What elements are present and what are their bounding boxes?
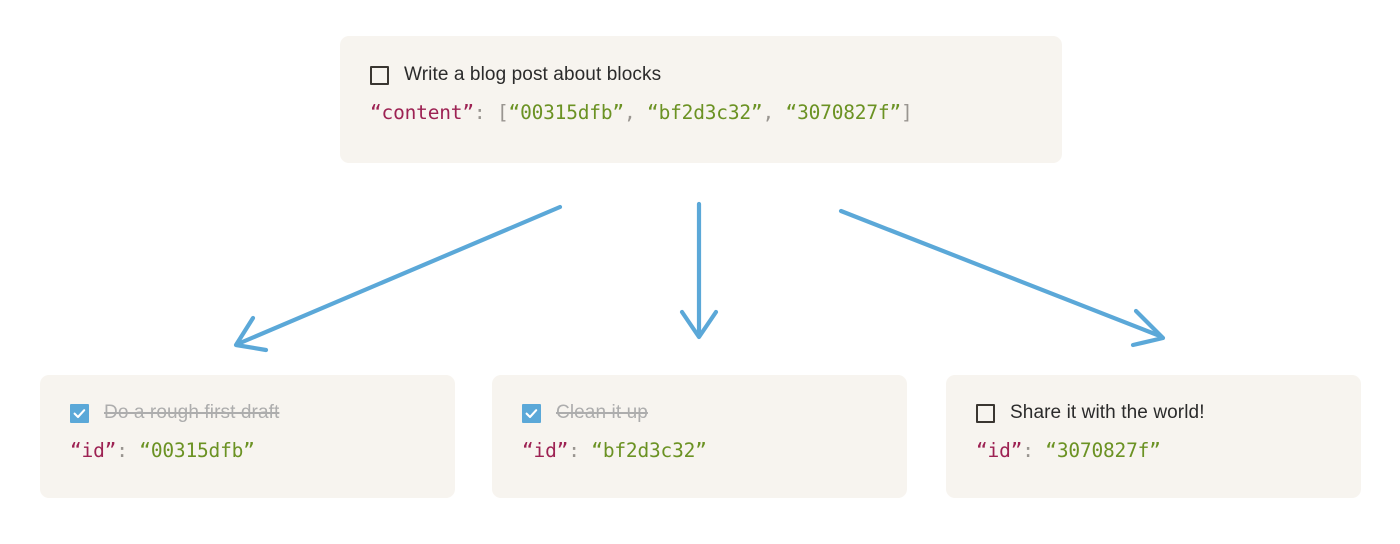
child-block-content-right: Share it with the world! “id”: “3070827f… xyxy=(976,401,1343,464)
json-colon: : xyxy=(473,101,486,124)
json-key-quote-open: “ xyxy=(370,101,382,124)
json-array-item-1-value: bf2d3c32 xyxy=(658,101,752,124)
child-todo-label-middle: Clean it up xyxy=(556,402,648,423)
json-array-item-0-quote-close: ” xyxy=(612,101,624,124)
json-key-text: content xyxy=(381,101,463,124)
checkbox-checked-icon[interactable] xyxy=(522,403,541,423)
json-bracket-close: ] xyxy=(900,101,913,124)
child-todo-row-middle: Clean it up xyxy=(522,401,889,425)
json-colon: : xyxy=(116,439,128,462)
json-value-quote-close: ” xyxy=(695,439,707,462)
root-todo-label: Write a blog post about blocks xyxy=(404,64,662,85)
root-block-card[interactable]: Write a blog post about blocks “content”… xyxy=(340,36,1062,163)
child-block-card-middle[interactable]: Clean it up “id”: “bf2d3c32” xyxy=(492,375,907,498)
child-json-line-right: “id”: “3070827f” xyxy=(976,438,1343,464)
json-key-quote-open: “ xyxy=(522,439,534,462)
child-block-card-left[interactable]: Do a rough first draft “id”: “00315dfb” xyxy=(40,375,455,498)
child-block-content-middle: Clean it up “id”: “bf2d3c32” xyxy=(522,401,889,464)
json-value-quote-open: “ xyxy=(1033,439,1057,462)
json-array-item-0-value: 00315dfb xyxy=(520,101,613,124)
json-key-text: id xyxy=(81,439,105,462)
json-bracket-open: [ xyxy=(485,101,509,124)
child-todo-row-left: Do a rough first draft xyxy=(70,401,437,425)
child-todo-label-right: Share it with the world! xyxy=(1010,402,1205,423)
checkbox-checked-icon[interactable] xyxy=(70,403,89,423)
json-value-quote-close: ” xyxy=(1149,439,1161,462)
json-key-text: id xyxy=(987,439,1011,462)
arrow-to-left-block xyxy=(233,204,563,353)
json-array-item-1-quote-close: ” xyxy=(750,101,763,124)
json-key-quote-close: ” xyxy=(462,101,474,124)
checkbox-unchecked-icon[interactable] xyxy=(976,403,995,423)
json-value-quote-open: “ xyxy=(127,439,151,462)
root-todo-row: Write a blog post about blocks xyxy=(370,63,1044,87)
child-block-card-right[interactable]: Share it with the world! “id”: “3070827f… xyxy=(946,375,1361,498)
json-value-text: 00315dfb xyxy=(150,439,244,462)
checkbox-unchecked-icon[interactable] xyxy=(370,65,389,85)
child-json-line-middle: “id”: “bf2d3c32” xyxy=(522,438,889,464)
json-key-text: id xyxy=(533,439,557,462)
json-colon: : xyxy=(568,439,580,462)
json-array-separator-0: , xyxy=(623,101,648,124)
json-array-item-2-value: 3070827f xyxy=(797,101,890,124)
root-json-line: “content”: [“00315dfb”, “bf2d3c32”, “307… xyxy=(370,100,1044,126)
root-block-content: Write a blog post about blocks “content”… xyxy=(370,63,1044,126)
arrow-to-right-block xyxy=(838,208,1166,348)
json-array-item-2-quote-open: “ xyxy=(785,101,798,124)
arrow-to-middle-block xyxy=(679,201,719,340)
json-array-item-2-quote-close: ” xyxy=(889,101,901,124)
json-key-quote-open: “ xyxy=(976,439,988,462)
child-json-line-left: “id”: “00315dfb” xyxy=(70,438,437,464)
child-block-content-left: Do a rough first draft “id”: “00315dfb” xyxy=(70,401,437,464)
json-key-quote-close: ” xyxy=(1010,439,1023,462)
json-key-quote-close: ” xyxy=(104,439,117,462)
json-array-item-1-quote-open: “ xyxy=(647,101,659,124)
json-value-text: 3070827f xyxy=(1056,439,1150,462)
json-value-text: bf2d3c32 xyxy=(602,439,696,462)
json-array-item-0-quote-open: “ xyxy=(508,101,521,124)
json-value-quote-close: ” xyxy=(243,439,255,462)
json-key-quote-close: ” xyxy=(556,439,569,462)
json-colon: : xyxy=(1022,439,1034,462)
json-array-separator-1: , xyxy=(762,101,786,124)
json-key-quote-open: “ xyxy=(70,439,82,462)
json-value-quote-open: “ xyxy=(579,439,603,462)
child-todo-row-right: Share it with the world! xyxy=(976,401,1343,425)
child-todo-label-left: Do a rough first draft xyxy=(104,402,280,423)
